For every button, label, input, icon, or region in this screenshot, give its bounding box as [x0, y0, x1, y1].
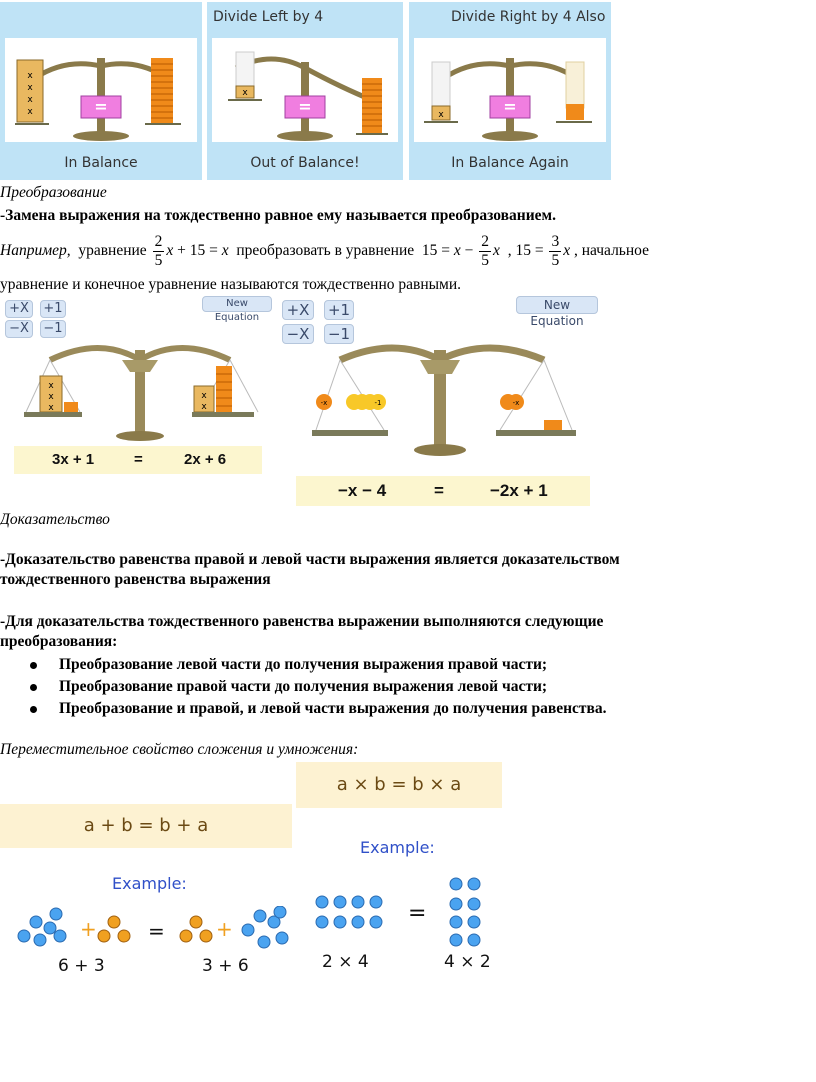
equation-bar-2: −x − 4 = −2x + 1 [296, 476, 590, 506]
svg-text:x: x [27, 107, 33, 117]
multiplication-rule: a × b = b × a [296, 762, 502, 808]
svg-text:x: x [48, 392, 54, 402]
plus-one-button[interactable]: +1 [324, 300, 354, 320]
svg-text:x: x [27, 71, 33, 81]
panel-footer: In Balance Again [451, 155, 569, 171]
new-equation-button[interactable]: New Equation [516, 296, 598, 328]
proof-paragraph-2a: -Для доказательства тождественного равен… [0, 613, 604, 630]
equation-bar-1: 3x + 1 = 2x + 6 [14, 446, 262, 474]
equation-right: −2x + 1 [490, 481, 548, 500]
equation-equals: = [434, 481, 444, 500]
svg-text:x: x [201, 391, 207, 401]
text-equation: уравнение [78, 242, 147, 259]
svg-text:x: x [48, 381, 54, 391]
minus-x-button[interactable]: −X [282, 324, 314, 344]
transformation-definition: -Замена выражения на тождественно равное… [0, 207, 556, 224]
proof-paragraph-1a: -Доказательство равенства правой и левой… [0, 551, 620, 568]
example-word: Например, [0, 242, 71, 259]
balance-scale-image: x = [212, 38, 398, 142]
addition-caption-right: 3 + 6 [202, 956, 249, 976]
svg-text:x: x [48, 403, 54, 413]
new-equation-button[interactable]: New Equation [202, 296, 272, 323]
text-initial: , начальное [573, 242, 649, 259]
svg-text:-1: -1 [375, 399, 382, 407]
addition-rule: a + b = b + a [0, 804, 292, 848]
panel-footer: In Balance [64, 155, 138, 171]
transformation-line2: уравнение и конечное уравнение называютс… [0, 276, 462, 293]
svg-text:x: x [27, 95, 33, 105]
svg-text:x: x [201, 402, 207, 412]
plus-one-button[interactable]: +1 [40, 300, 66, 318]
balance-scale-image: x x x x = [5, 38, 197, 142]
svg-text:=: = [408, 901, 426, 926]
balance-panel-3: Divide Right by 4 Also x = In Balance Ag… [409, 2, 611, 180]
algebra-balance-2: +X +1 −X −1 New Equation -x -1 -x −x − 4… [280, 296, 602, 508]
svg-text:=: = [503, 97, 516, 116]
minus-one-button[interactable]: −1 [324, 324, 354, 344]
equation-right: 2x + 6 [184, 451, 227, 468]
multiplication-example-label: Example: [360, 838, 435, 857]
transformation-title: Преобразование [0, 184, 107, 201]
text-convert: преобразовать в уравнение [236, 242, 415, 259]
balance-scale-image: x = [414, 38, 606, 142]
svg-text:-x: -x [513, 399, 520, 407]
svg-text:=: = [148, 919, 165, 943]
plus-x-button[interactable]: +X [5, 300, 33, 318]
multiplication-caption-right: 4 × 2 [444, 952, 491, 972]
panel-header [0, 2, 202, 32]
svg-text:x: x [438, 110, 444, 120]
addition-example-label: Example: [112, 874, 187, 893]
svg-text:=: = [298, 97, 311, 116]
svg-text:+: + [216, 917, 233, 941]
commutative-title: Переместительное свойство сложения и умн… [0, 741, 359, 758]
minus-one-button[interactable]: −1 [40, 320, 66, 338]
minus-x-button[interactable]: −X [5, 320, 33, 338]
proof-paragraph-2b: преобразования: [0, 633, 118, 650]
panel-header: Divide Left by 4 [213, 9, 324, 25]
addition-dots-illustration: + = + [17, 906, 289, 949]
balance-panel-1: x x x x = In Balance [0, 2, 202, 180]
equation-left: −x − 4 [338, 481, 387, 500]
svg-text:=: = [94, 97, 107, 116]
balance-panel-2: Divide Left by 4 x = Out of Balance! [207, 2, 403, 180]
addition-caption-left: 6 + 3 [58, 956, 105, 976]
equation-left: 3x + 1 [52, 451, 95, 468]
proof-paragraph-1b: тождественного равенства выражения [0, 571, 271, 588]
plus-x-button[interactable]: +X [282, 300, 314, 320]
panel-footer: Out of Balance! [250, 155, 360, 171]
equation-equals: = [134, 451, 143, 468]
svg-text:+: + [80, 917, 97, 941]
svg-text:x: x [242, 88, 248, 98]
multiplication-caption-left: 2 × 4 [322, 952, 369, 972]
svg-text:-x: -x [321, 399, 328, 407]
algebra-balance-1: +X +1 −X −1 New Equation x x x x x 3x + … [0, 296, 272, 476]
multiplication-dots-illustration: = [315, 877, 481, 947]
svg-text:x: x [27, 83, 33, 93]
proof-title: Доказательство [0, 511, 110, 528]
panel-header: Divide Right by 4 Also [451, 9, 606, 25]
